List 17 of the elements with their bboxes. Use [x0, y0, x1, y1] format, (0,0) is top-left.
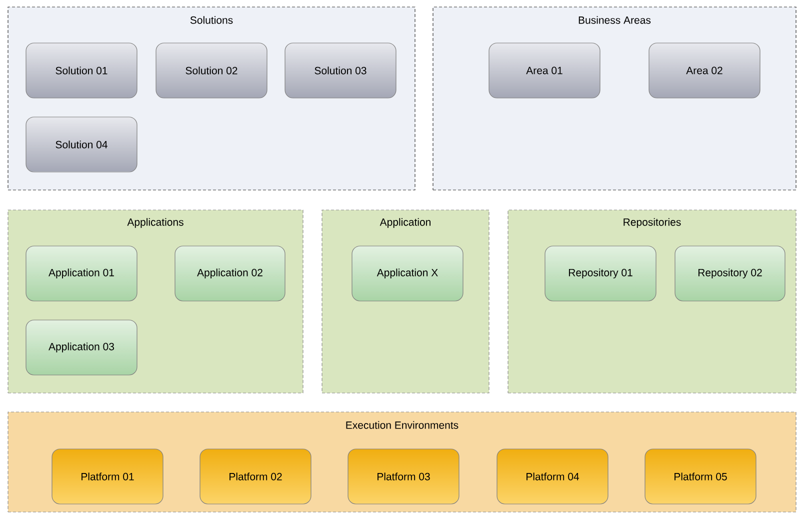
component-box: Repository 02: [674, 246, 786, 302]
component-box: Repository 01: [544, 246, 656, 302]
component-box: Solution 02: [156, 42, 268, 98]
component-box: Platform 04: [496, 448, 608, 504]
component-box: Solution 04: [26, 116, 138, 172]
component-box: Application X: [352, 246, 464, 302]
component-box: Platform 03: [348, 448, 460, 504]
component-box: Application 01: [26, 246, 138, 302]
component-box: Application 03: [26, 320, 138, 376]
component-box: Application 02: [174, 246, 286, 302]
component-box: Solution 01: [26, 42, 138, 98]
component-box: Area 01: [488, 42, 600, 98]
component-box: Platform 01: [52, 448, 164, 504]
component-box: Area 02: [648, 42, 760, 98]
component-box: Platform 05: [644, 448, 756, 504]
component-box: Platform 02: [200, 448, 312, 504]
component-box: Solution 03: [284, 42, 396, 98]
